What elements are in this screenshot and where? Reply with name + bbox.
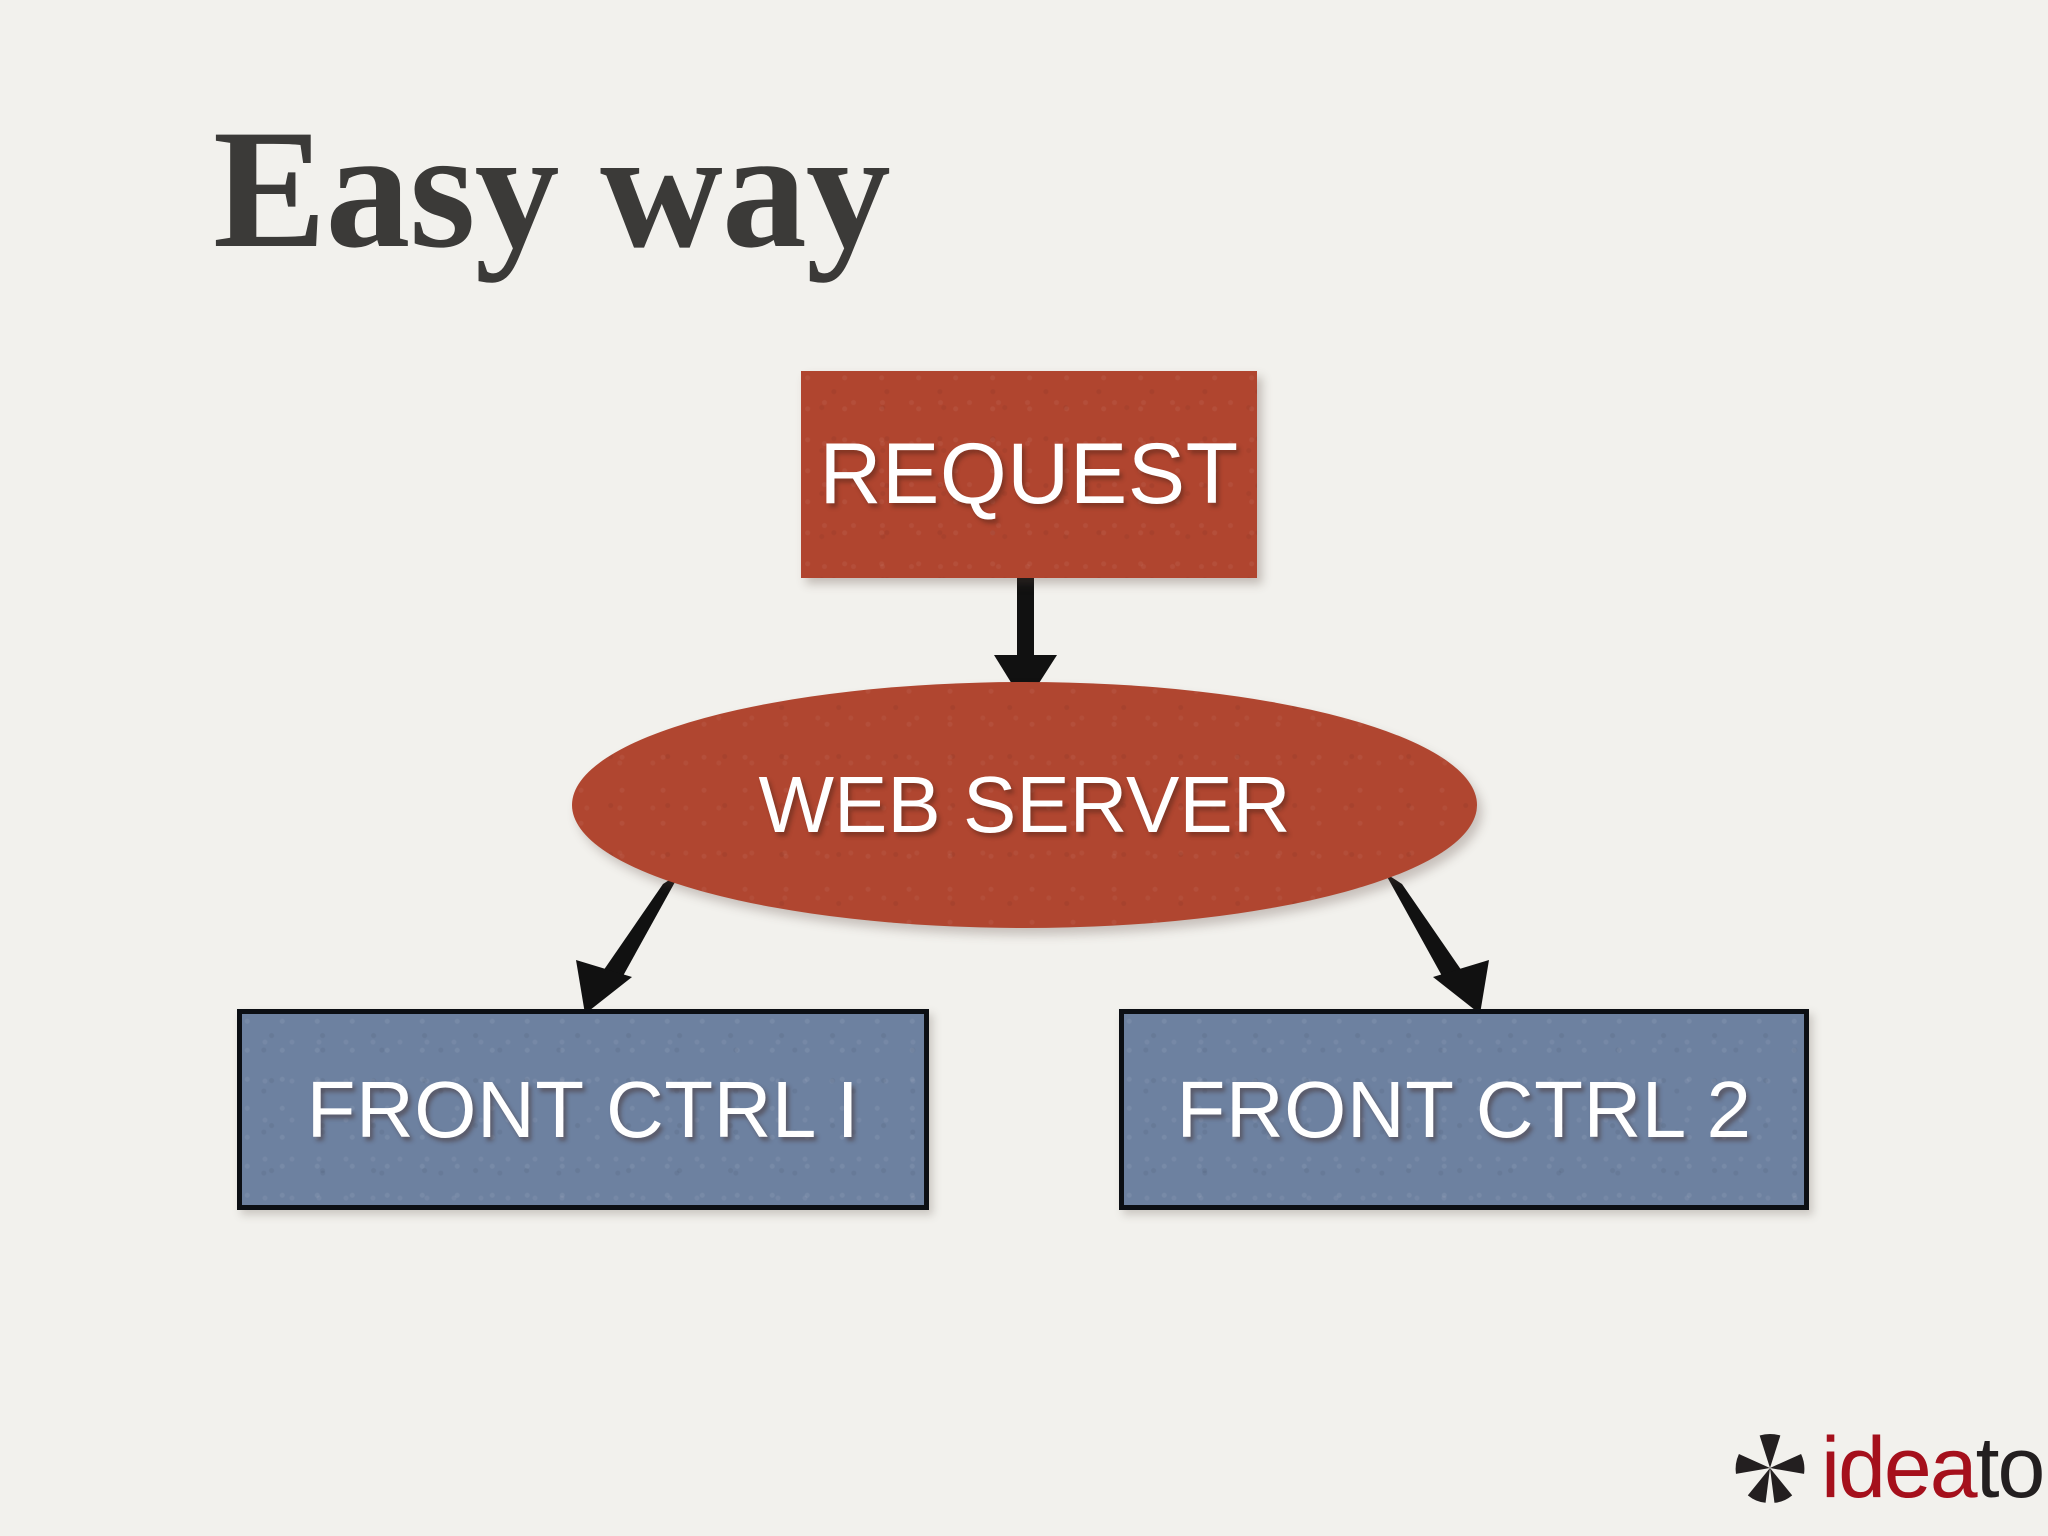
brand-logo: ideato bbox=[1733, 1418, 2045, 1518]
edge-web-server-to-front-ctrl-1 bbox=[576, 873, 680, 1014]
diagram-node-request-label: REQUEST bbox=[819, 426, 1239, 522]
diagram-node-front-ctrl-1-label: FRONT CTRL I bbox=[306, 1064, 860, 1154]
diagram-node-web-server[interactable]: WEB SERVER bbox=[572, 682, 1477, 928]
diagram-node-front-ctrl-2[interactable]: FRONT CTRL 2 bbox=[1119, 1009, 1809, 1210]
edge-web-server-to-front-ctrl-2 bbox=[1385, 873, 1489, 1014]
diagram-node-request[interactable]: REQUEST bbox=[801, 371, 1257, 578]
page-title: Easy way bbox=[213, 95, 891, 283]
logo-wordmark: ideato bbox=[1821, 1425, 2045, 1511]
asterisk-icon bbox=[1735, 1433, 1805, 1503]
diagram-node-web-server-label: WEB SERVER bbox=[758, 760, 1291, 849]
logo-name-secondary: to bbox=[1975, 1420, 2046, 1516]
logo-name-primary: idea bbox=[1821, 1420, 1978, 1516]
diagram-node-front-ctrl-1[interactable]: FRONT CTRL I bbox=[237, 1009, 929, 1210]
diagram-node-front-ctrl-2-label: FRONT CTRL 2 bbox=[1176, 1064, 1752, 1154]
